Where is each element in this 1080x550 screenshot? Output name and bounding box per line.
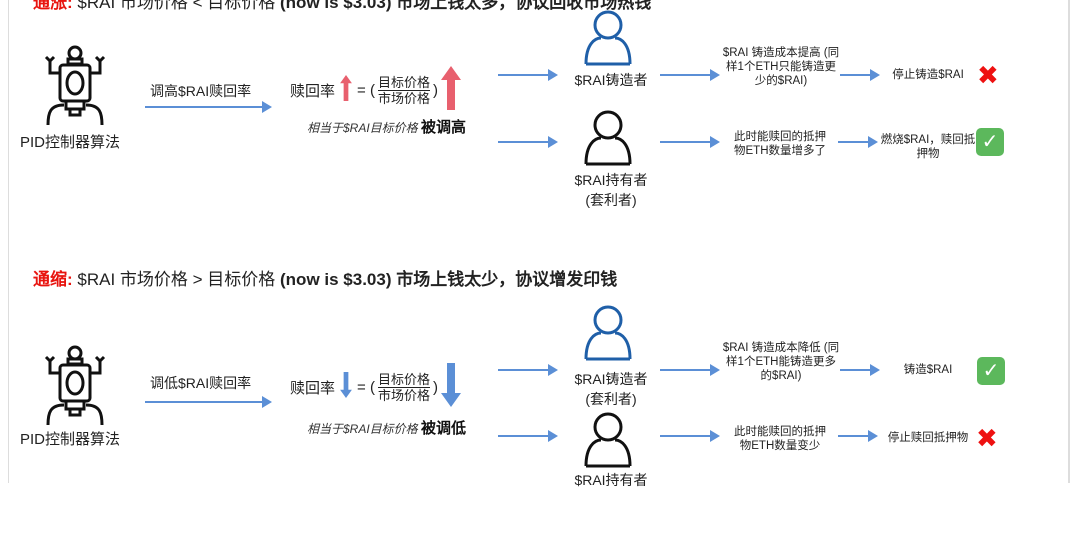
minter-label: $RAI铸造者(套利者) [574,371,648,407]
direction-arrow-icon [440,66,461,114]
holder-result: 停止赎回抵押物 [887,432,969,444]
holder-effect: 此时能赎回的抵押物ETH数量变少 [734,426,826,452]
arrow [660,364,720,376]
arrow [660,136,720,148]
holder-effect: 此时能赎回的抵押物ETH数量增多了 [734,131,826,157]
direction-arrow-icon [338,75,354,105]
minter-user-icon [584,10,632,66]
minter-effect: $RAI 铸造成本提高 (同样1个ETH只能铸造更少的$RAI) [722,47,840,87]
minter-result: 停止铸造$RAI [892,69,964,81]
arrow [498,69,558,81]
action-label: 调高$RAI赎回率 [150,83,252,99]
minter-result: 铸造$RAI [903,364,953,376]
action-label: 调低$RAI赎回率 [150,375,252,391]
arrow [498,430,558,442]
minter-effect: $RAI 铸造成本降低 (同样1个ETH能铸造更多的$RAI) [722,342,840,382]
rate-formula: 赎回率 = (目标价格市场价格) [290,363,461,411]
note: 相当于$RAI目标价格 被调高 [307,119,467,136]
holder-result: 燃烧$RAI，赎回抵押物 [880,134,976,160]
holder-user-icon [584,110,632,166]
right-border [1068,0,1070,483]
minter-check-icon: ✓ [977,357,1005,385]
controller-label: PID控制器算法 [20,431,121,448]
section-title: 通缩: $RAI 市场价格 > 目标价格 (now is $3.03) 市场上钱… [33,270,618,289]
minter-user-icon [584,305,632,361]
minter-label: $RAI铸造者 [574,72,648,88]
arrow [498,364,558,376]
holder-label: $RAI持有者 [574,472,648,488]
holder-x-icon: ✖ [976,423,998,453]
minter-x-icon: ✖ [977,60,999,90]
left-border [8,0,9,483]
section: 通缩: $RAI 市场价格 > 目标价格 (now is $3.03) 市场上钱… [0,265,1080,550]
arrow [498,136,558,148]
holder-user-icon [584,412,632,468]
arrow [840,69,880,81]
arrow [145,101,272,113]
holder-label: $RAI持有者(套利者) [574,172,648,208]
arrow [838,430,878,442]
rate-formula: 赎回率 = (目标价格市场价格) [290,66,461,114]
arrow [660,69,720,81]
arrow [838,136,878,148]
arrow [660,430,720,442]
arrow [840,364,880,376]
robot-icon [44,345,106,426]
direction-arrow-icon [338,372,354,402]
section: 通涨: $RAI 市场价格 < 目标价格 (now is $3.03) 市场上钱… [0,0,1080,273]
robot-icon [44,45,106,126]
note: 相当于$RAI目标价格 被调低 [307,420,467,437]
controller-label: PID控制器算法 [20,134,121,151]
section-title: 通涨: $RAI 市场价格 < 目标价格 (now is $3.03) 市场上钱… [33,0,652,12]
arrow [145,396,272,408]
direction-arrow-icon [440,363,461,411]
holder-check-icon: ✓ [976,128,1004,156]
